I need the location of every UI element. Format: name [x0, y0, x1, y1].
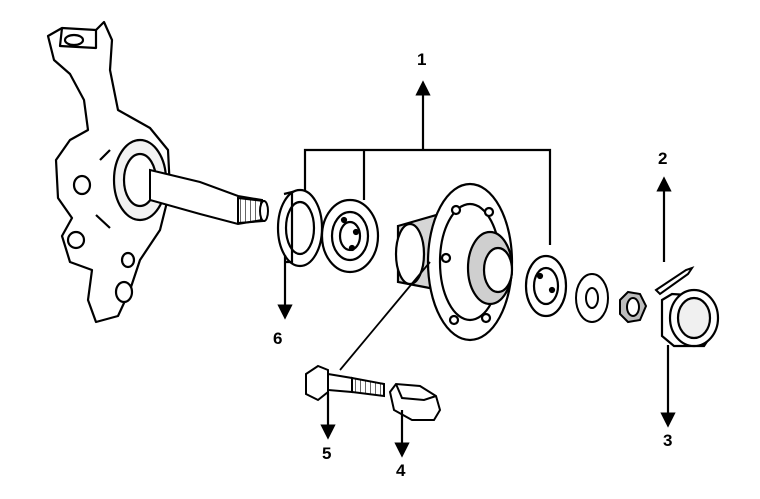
stud-leader-line	[339, 261, 431, 371]
lug-nut	[388, 382, 442, 421]
inner-bearing	[320, 198, 380, 274]
outer-bearing	[524, 254, 568, 318]
wheel-hub	[394, 182, 514, 342]
callout-label-6: 6	[273, 329, 283, 348]
spindle	[149, 168, 269, 226]
callout-label-2: 2	[658, 149, 668, 168]
dust-cap	[660, 288, 720, 348]
castle-nut	[619, 290, 648, 324]
callout-label-3: 3	[663, 431, 673, 450]
thrust-washer	[575, 273, 609, 323]
wheel-stud	[305, 364, 385, 402]
callout-1-bracket	[303, 80, 552, 245]
callout-label-5: 5	[322, 444, 332, 463]
callout-label-4: 4	[396, 461, 406, 480]
grease-seal	[276, 188, 324, 268]
callout-label-1: 1	[417, 50, 427, 69]
cotter-pin	[654, 266, 695, 296]
